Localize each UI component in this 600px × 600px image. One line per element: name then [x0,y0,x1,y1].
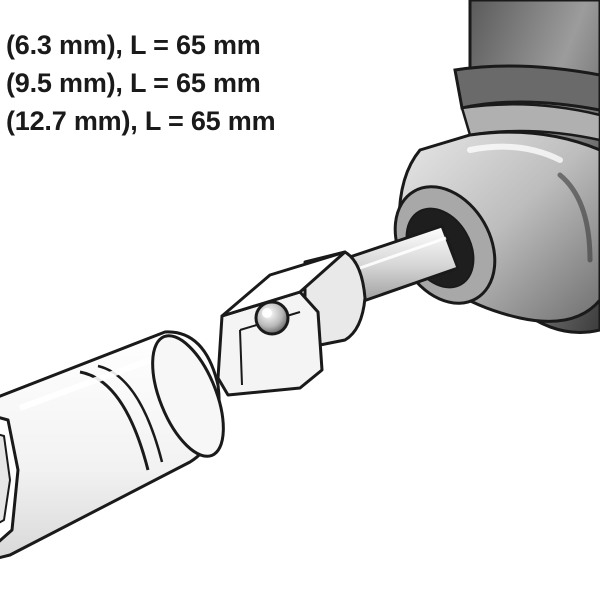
spec-line-9-5mm: (9.5 mm), L = 65 mm [6,68,261,98]
spec-line-12-7mm: (12.7 mm), L = 65 mm [6,106,276,136]
detent-ball [254,300,290,336]
spec-line-6-3mm: (6.3 mm), L = 65 mm [6,30,261,60]
spec-list: (6.3 mm), L = 65 mm (9.5 mm), L = 65 mm … [6,26,426,140]
socket-adapter-icon [216,250,367,397]
hex-socket-icon [0,330,225,560]
